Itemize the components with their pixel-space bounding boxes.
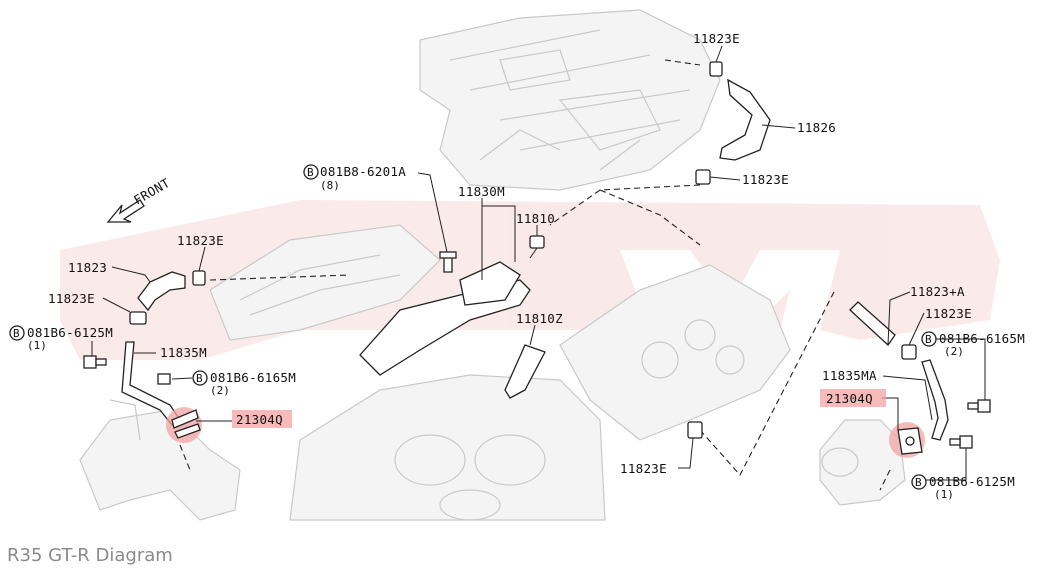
bolt-marker-left — [9, 325, 25, 341]
bolt-marker-left-mid-text: B — [196, 372, 203, 385]
label-bolt-left-mid-qty: (2) — [210, 384, 230, 397]
label-bolt-top-qty: (8) — [320, 179, 340, 192]
label-11823+A[interactable]: 11823+A — [910, 284, 965, 299]
bolt-left-icon[interactable] — [83, 355, 107, 369]
bolt-marker-left-text: B — [13, 327, 20, 340]
label-11830M[interactable]: 11830M — [458, 184, 505, 199]
label-11823E-bottom[interactable]: 11823E — [620, 461, 667, 476]
leader-lines — [91, 45, 986, 481]
label-bolt-left-qty: (1) — [27, 339, 47, 352]
clamp-11823E-left-upper[interactable] — [192, 270, 206, 286]
bolt-marker-top-text: B — [307, 166, 314, 179]
label-11810Z[interactable]: 11810Z — [516, 311, 563, 326]
bolt-marker-top — [303, 164, 319, 180]
valve-11810[interactable] — [529, 235, 545, 259]
clamp-11823E-top[interactable] — [709, 61, 723, 77]
bolt-marker-right-low-text: B — [915, 476, 922, 489]
label-21304Q-right[interactable]: 21304Q — [826, 391, 873, 406]
water-outlet-right-ghost — [819, 419, 906, 506]
front-label: FRONT — [131, 175, 173, 208]
label-highlight-right — [820, 389, 886, 407]
label-11823E-left[interactable]: 11823E — [48, 291, 95, 306]
gasket-21304Q-left[interactable] — [166, 407, 202, 443]
bolt-right-low-icon[interactable] — [949, 435, 973, 449]
baffle-11830M[interactable] — [359, 261, 531, 376]
clamp-11823E-right-mid[interactable] — [901, 344, 917, 360]
label-bolt-top[interactable]: 081B8-6201A — [320, 164, 406, 179]
label-11823E-top[interactable]: 11823E — [693, 31, 740, 46]
clamp-11823E-bottom[interactable] — [687, 421, 703, 439]
bolt-marker-right-mid — [921, 331, 937, 347]
label-11823E-right-mid[interactable]: 11823E — [925, 306, 972, 321]
bolt-top-icon[interactable] — [439, 251, 457, 273]
label-bolt-right-mid-qty: (2) — [944, 345, 964, 358]
diagram-caption: R35 GT-R Diagram — [7, 545, 173, 566]
label-bolt-right-mid[interactable]: 081B6-6165M — [939, 331, 1025, 346]
label-bolt-left-mid[interactable]: 081B6-6165M — [210, 370, 296, 385]
water-outlet-left-ghost — [79, 399, 241, 521]
bolt-marker-left-mid — [192, 370, 208, 386]
label-11835MA[interactable]: 11835MA — [822, 368, 877, 383]
bolt-marker-right-low — [911, 474, 927, 490]
hose-11823+A[interactable] — [849, 301, 896, 346]
intake-manifold-ghost — [419, 9, 721, 191]
valve-cover-left-ghost — [209, 224, 441, 341]
hose-11826[interactable] — [719, 78, 771, 161]
vent-routing-dashes — [179, 59, 891, 491]
hose-11823[interactable] — [137, 271, 186, 312]
label-bolt-left[interactable]: 081B6-6125M — [27, 325, 113, 340]
pipe-11835MA[interactable] — [921, 359, 949, 441]
label-bolt-right-low[interactable]: 081B6-6125M — [929, 474, 1015, 489]
label-11810[interactable]: 11810 — [516, 211, 555, 226]
bolt-markers: B B B B B — [9, 164, 937, 490]
label-11823[interactable]: 11823 — [68, 260, 107, 275]
clamp-11823E-left[interactable] — [129, 311, 147, 325]
bolt-marker-right-mid-text: B — [925, 333, 932, 346]
label-11835M[interactable]: 11835M — [160, 345, 207, 360]
engine-block-ghost — [289, 374, 606, 521]
label-bolt-right-low-qty: (1) — [934, 488, 954, 501]
tube-11810Z[interactable] — [504, 344, 546, 399]
bolt-left-mid-icon[interactable] — [157, 373, 171, 385]
label-21304Q-left[interactable]: 21304Q — [236, 412, 283, 427]
part-labels: 11823E 11826 11823E 081B8-6201A (8) 1183… — [27, 31, 1025, 501]
front-arrow: FRONT — [106, 175, 173, 223]
label-highlight-left — [232, 410, 292, 428]
cylinder-head-right-ghost — [559, 264, 791, 441]
bolt-right-mid-icon[interactable] — [967, 399, 991, 413]
gasket-21304Q-right[interactable] — [889, 422, 925, 458]
label-11826[interactable]: 11826 — [797, 120, 836, 135]
label-11823E-right[interactable]: 11823E — [742, 172, 789, 187]
clamp-11823E-right[interactable] — [695, 169, 711, 185]
label-11823E-left-upper[interactable]: 11823E — [177, 233, 224, 248]
